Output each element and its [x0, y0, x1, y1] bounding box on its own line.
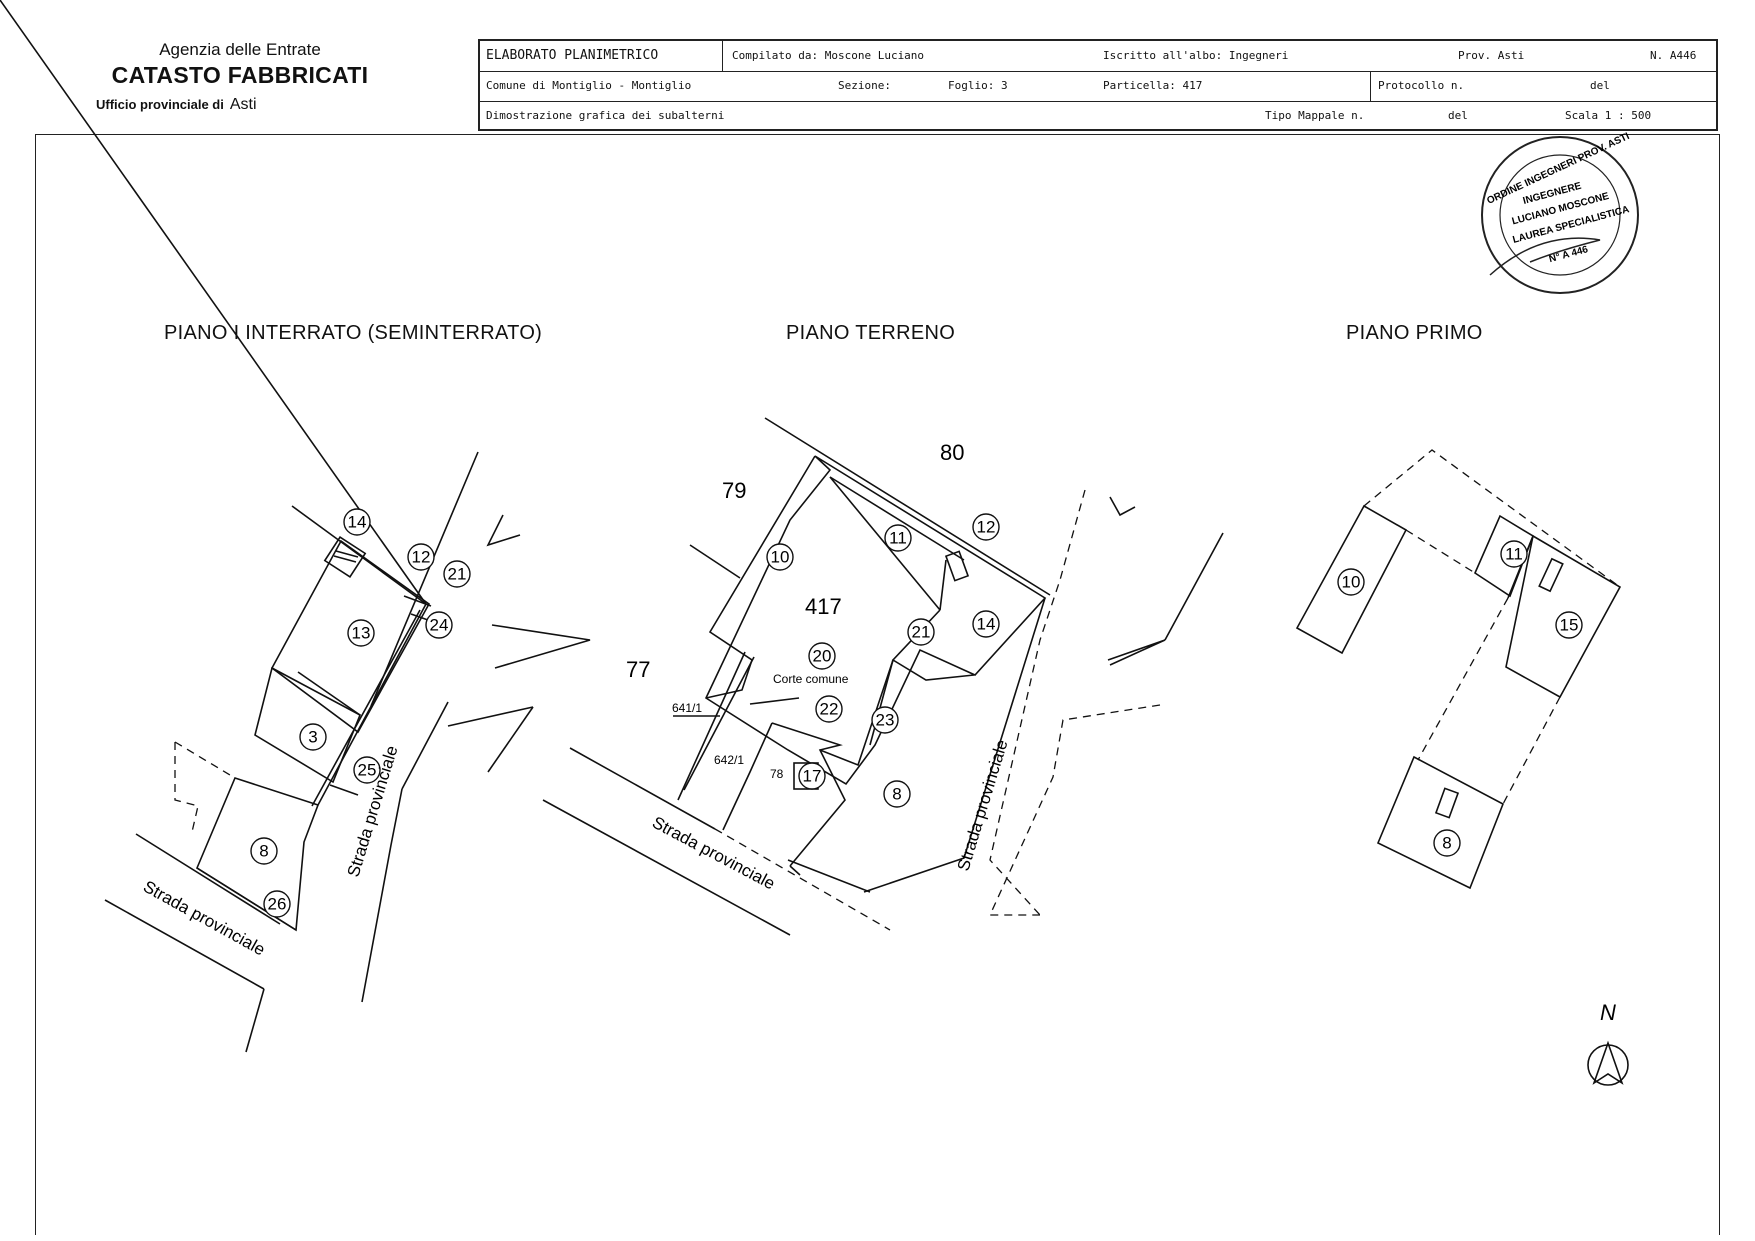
- north-label: N: [1600, 1000, 1616, 1025]
- comune-field: Comune di Montiglio - Montiglio: [486, 79, 692, 92]
- particella-field: Particella: 417: [1103, 79, 1203, 92]
- engineer-stamp: ORDINE INGEGNERI PROV. ASTI INGEGNERE LU…: [1481, 131, 1639, 294]
- ufficio-line: Ufficio provinciale di Asti: [96, 96, 257, 114]
- interrato-label-3: 3: [299, 723, 327, 751]
- parcel-77: 77: [626, 657, 650, 682]
- svg-text:8: 8: [1442, 834, 1451, 853]
- interrato-title: PIANO I INTERRATO (SEMINTERRATO): [164, 322, 543, 344]
- north-arrow-icon: N: [1587, 1000, 1629, 1086]
- stamp-line-5: N° A 446: [1548, 244, 1590, 265]
- svg-text:22: 22: [820, 700, 839, 719]
- interrato-label-14: 14: [343, 508, 371, 536]
- title-row-3: Dimostrazione grafica dei subalterni Tip…: [480, 101, 1716, 131]
- interrato-label-8: 8: [250, 837, 278, 865]
- terreno-labels: 79 80 77 417 Corte comune 641/1 642/1 78…: [626, 440, 1012, 893]
- interrato-label-12: 12: [407, 543, 435, 571]
- numero-field: N. A446: [1650, 49, 1697, 62]
- svg-text:12: 12: [412, 548, 431, 567]
- title-block: ELABORATO PLANIMETRICO Compilato da: Mos…: [478, 39, 1718, 131]
- corte-comune: Corte comune: [773, 672, 849, 686]
- interrato-labels: 14 12 21 24 13 3 25 8 26 Strada provinci…: [140, 508, 471, 960]
- ref-641-1: 641/1: [672, 701, 702, 715]
- interrato-label-25: 25: [353, 756, 381, 784]
- svg-text:23: 23: [876, 711, 895, 730]
- svg-text:12: 12: [977, 518, 996, 537]
- dimostrazione-field: Dimostrazione grafica dei subalterni: [486, 109, 725, 122]
- interrato-label-24: 24: [425, 611, 453, 639]
- elaborato-title: ELABORATO PLANIMETRICO: [486, 48, 659, 63]
- foglio-field: Foglio: 3: [948, 79, 1008, 92]
- terreno-label-8: 8: [883, 780, 911, 808]
- svg-text:24: 24: [430, 616, 449, 635]
- agency-name: Agenzia delle Entrate: [159, 40, 321, 59]
- svg-text:11: 11: [1505, 545, 1523, 564]
- tipo-mappale-del: del: [1448, 109, 1468, 122]
- interrato-label-26: 26: [263, 890, 291, 918]
- svg-text:21: 21: [912, 623, 931, 642]
- interrato-label-13: 13: [347, 619, 375, 647]
- ref-78: 78: [770, 767, 784, 781]
- svg-text:14: 14: [348, 513, 367, 532]
- svg-text:14: 14: [977, 615, 996, 634]
- svg-text:17: 17: [803, 767, 822, 786]
- interrato-plan: [0, 0, 591, 1053]
- terreno-label-23: 23: [871, 706, 899, 734]
- svg-text:21: 21: [448, 565, 467, 584]
- terreno-title: PIANO TERRENO: [786, 322, 956, 344]
- svg-text:8: 8: [259, 842, 268, 861]
- svg-text:3: 3: [308, 728, 317, 747]
- interrato-road-1: Strada provinciale: [140, 877, 268, 960]
- ref-642-1: 642/1: [714, 753, 744, 767]
- parcel-417: 417: [805, 594, 842, 619]
- svg-text:13: 13: [352, 624, 371, 643]
- terreno-label-20: 20: [808, 642, 836, 670]
- primo-label-8: 8: [1433, 829, 1461, 857]
- office-heading: Agenzia delle Entrate CATASTO FABBRICATI: [90, 40, 390, 89]
- terreno-label-11: 11: [884, 524, 912, 552]
- svg-text:25: 25: [358, 761, 377, 780]
- terreno-label-12: 12: [972, 513, 1000, 541]
- terreno-label-14: 14: [972, 610, 1000, 638]
- svg-text:10: 10: [771, 548, 790, 567]
- terreno-road-1: Strada provinciale: [649, 813, 778, 894]
- svg-text:20: 20: [813, 647, 832, 666]
- parcel-80: 80: [940, 440, 964, 465]
- terreno-label-17: 17: [798, 762, 826, 790]
- terreno-label-22: 22: [815, 695, 843, 723]
- protocollo-del: del: [1590, 79, 1610, 92]
- terreno-plan: [542, 417, 1224, 936]
- terreno-label-10: 10: [766, 543, 794, 571]
- primo-plan: [1295, 504, 1622, 890]
- title-row-1: ELABORATO PLANIMETRICO Compilato da: Mos…: [480, 41, 1716, 72]
- primo-label-10: 10: [1337, 568, 1365, 596]
- prov-field: Prov. Asti: [1458, 49, 1525, 62]
- title-row-2: Comune di Montiglio - Montiglio Sezione:…: [480, 71, 1716, 102]
- interrato-label-21: 21: [443, 560, 471, 588]
- catasto-title: CATASTO FABBRICATI: [111, 62, 369, 88]
- ufficio-label: Ufficio provinciale di: [96, 97, 224, 112]
- terreno-label-21: 21: [907, 618, 935, 646]
- drawing-frame: [35, 134, 1720, 1235]
- scala-field: Scala 1 : 500: [1565, 109, 1652, 122]
- protocollo-field: Protocollo n.: [1378, 79, 1465, 92]
- svg-text:8: 8: [892, 785, 901, 804]
- svg-text:15: 15: [1560, 616, 1579, 635]
- primo-label-11: 11: [1500, 540, 1528, 568]
- parcel-79: 79: [722, 478, 746, 503]
- compilato-field: Compilato da: Moscone Luciano: [732, 49, 925, 62]
- primo-label-15: 15: [1555, 611, 1583, 639]
- svg-text:10: 10: [1342, 573, 1361, 592]
- primo-labels: 10 11 15 8: [1337, 540, 1583, 857]
- primo-title: PIANO PRIMO: [1346, 322, 1483, 344]
- svg-text:11: 11: [889, 529, 907, 548]
- sezione-field: Sezione:: [838, 79, 891, 92]
- tipo-mappale-field: Tipo Mappale n.: [1265, 109, 1365, 122]
- iscritto-field: Iscritto all'albo: Ingegneri: [1103, 49, 1289, 62]
- ufficio-city: Asti: [229, 96, 257, 113]
- svg-text:26: 26: [268, 895, 287, 914]
